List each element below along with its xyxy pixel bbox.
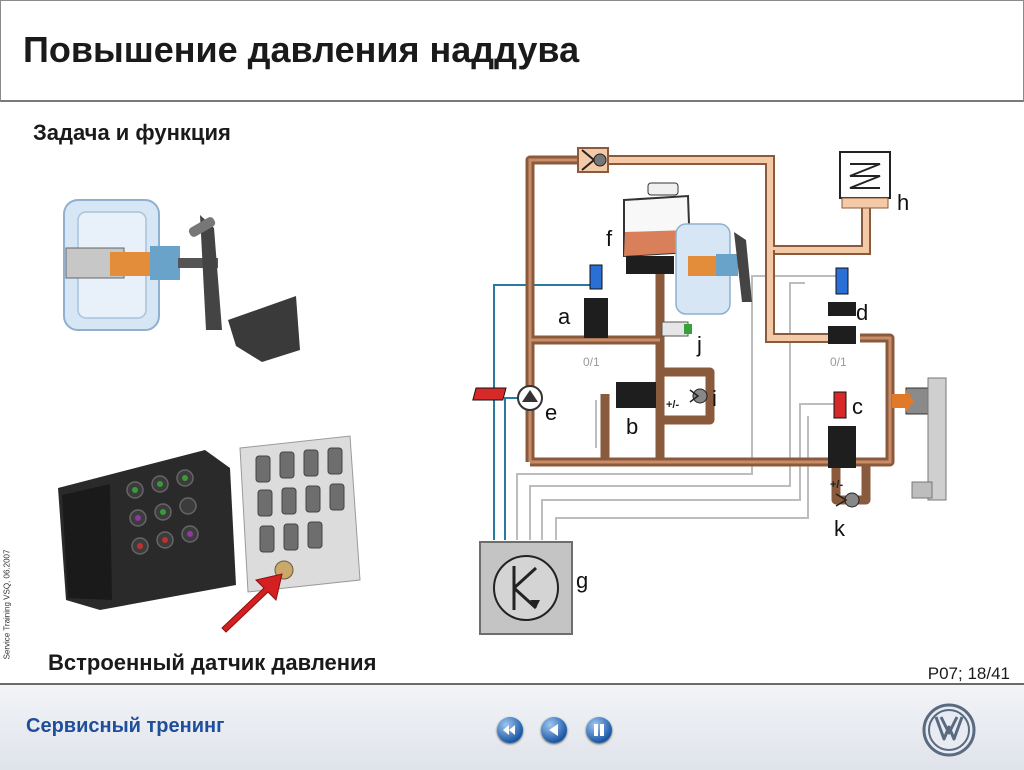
accumulator-h <box>839 151 891 209</box>
label-g: g <box>576 568 588 593</box>
valve-a-state: 0/1 <box>583 355 600 369</box>
back-button[interactable] <box>541 717 567 743</box>
pump-e <box>517 385 543 411</box>
valve-a <box>584 264 608 338</box>
illustrations <box>58 199 361 633</box>
section-subtitle: Задача и функция <box>33 120 231 145</box>
booster-inset <box>675 223 752 315</box>
label-h: h <box>897 190 909 215</box>
control-unit-g <box>479 541 573 635</box>
brake-booster-illustration <box>63 199 300 362</box>
abs-control-unit-photo <box>58 435 361 610</box>
page-title: Повышение давления наддува <box>23 29 580 70</box>
label-d: d <box>856 300 868 325</box>
check-valve-i <box>689 388 708 404</box>
label-a: a <box>558 304 571 329</box>
valve-b <box>472 382 656 408</box>
footer-bar: Сервисный тренинг <box>0 683 1024 770</box>
valve-d <box>828 267 856 344</box>
title-band: Повышение давления наддува <box>0 0 1024 102</box>
valve-b-mode: +/- <box>666 399 679 411</box>
check-valve-top <box>577 147 609 173</box>
label-i: i <box>712 386 717 411</box>
label-c: c <box>852 394 863 419</box>
pressure-sensor-j <box>661 321 692 337</box>
valve-c <box>828 391 856 468</box>
valve-d-state: 0/1 <box>830 355 847 369</box>
pointer-arrow <box>221 573 283 633</box>
label-j: j <box>696 332 702 357</box>
pause-button[interactable] <box>586 717 612 743</box>
pause-icon <box>594 724 604 736</box>
wheel-brake <box>892 377 947 501</box>
footer-title: Сервисный тренинг <box>26 715 225 737</box>
photo-caption: Встроенный датчик давления <box>48 650 377 675</box>
check-valve-k <box>835 492 860 508</box>
vw-logo-icon <box>922 703 976 757</box>
valve-c-mode: +/- <box>830 479 843 491</box>
page-number: P07; 18/41 <box>927 664 1010 683</box>
label-k: k <box>834 516 846 541</box>
rewind-button[interactable] <box>497 717 523 743</box>
label-f: f <box>606 226 613 251</box>
back-icon <box>549 724 558 736</box>
hydraulic-diagram: a b c d e f g h i j k 0/1 0/1 +/- +/- <box>472 147 947 635</box>
label-b: b <box>626 414 638 439</box>
label-e: e <box>545 400 557 425</box>
rewind-icon <box>503 725 515 735</box>
